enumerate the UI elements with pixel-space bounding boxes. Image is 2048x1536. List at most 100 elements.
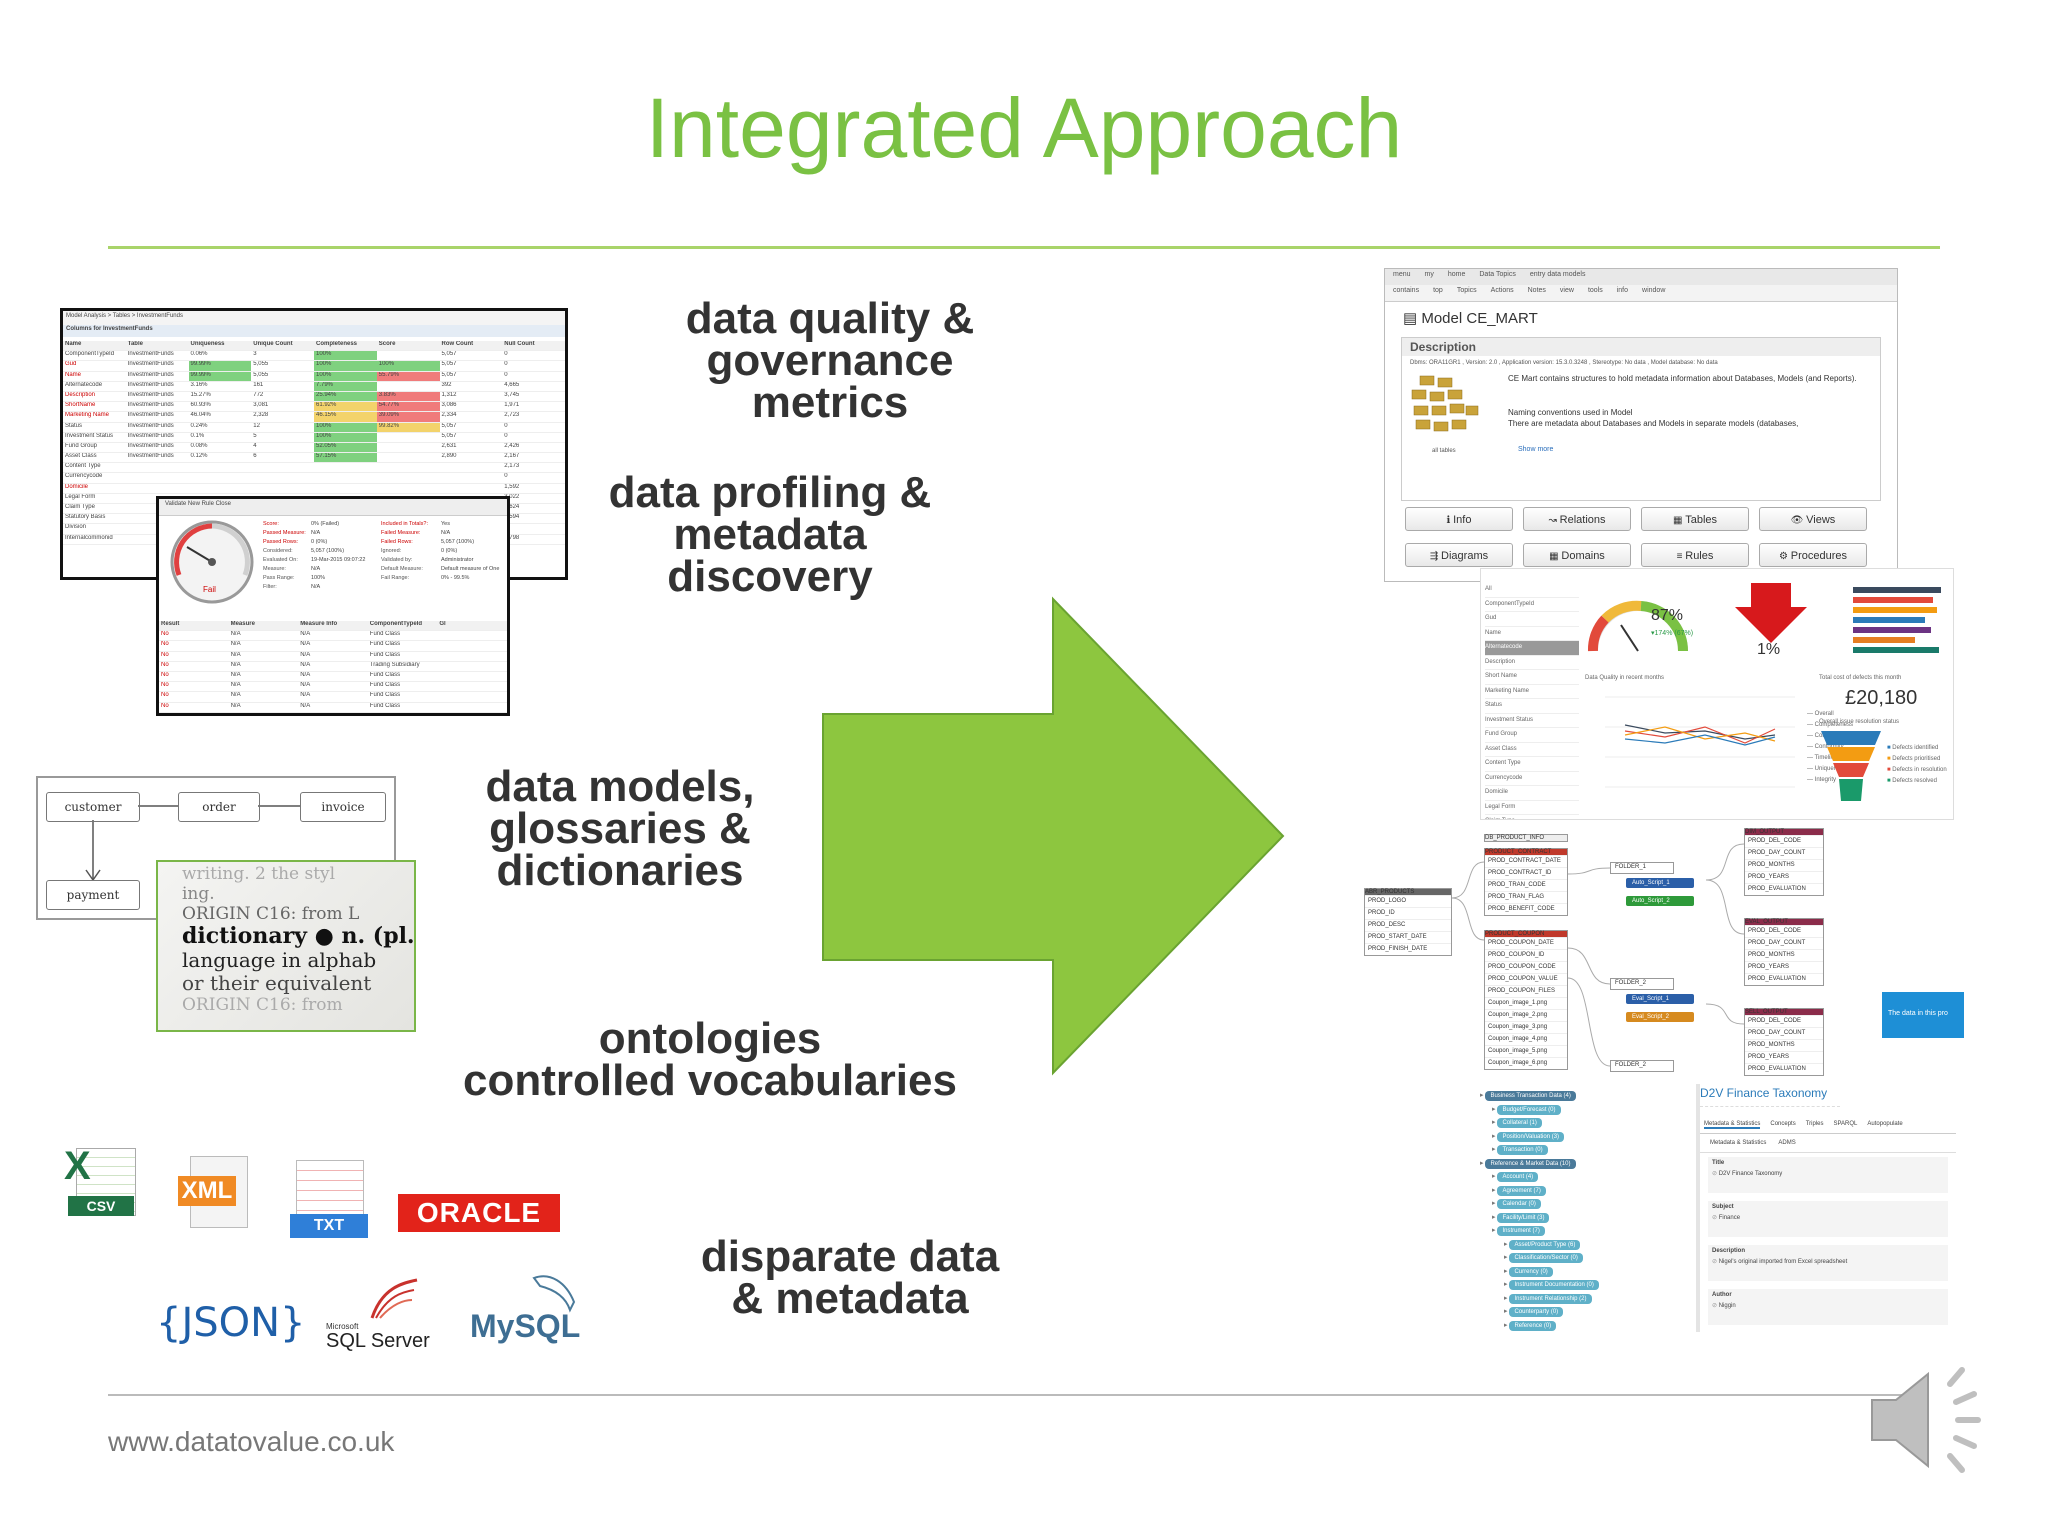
taxonomy-field-value[interactable]: Nigel's original imported from Excel spr… [1718,1259,1848,1265]
taxonomy-tree-item[interactable]: ▸ Classification/Sector (0) [1480,1246,1696,1263]
dashboard-column-item[interactable]: Asset Class [1485,743,1579,757]
taxonomy-subtab[interactable]: ADMS [1778,1140,1796,1146]
tree-toggle-icon: ▸ [1492,1173,1498,1180]
table-cell: ComponentTypeId [65,351,115,358]
table-cell: 2,890 [441,453,457,460]
taxonomy-tree-item[interactable]: ▸ Account (4) [1480,1165,1696,1182]
rules-stat2-label: Validated by: [381,557,413,563]
profiling-header-cell: Null Count [504,341,535,347]
lineage-script[interactable]: Eval_Script_2 [1626,1012,1694,1022]
model-nav2-item[interactable]: Actions [1490,287,1514,294]
funnel-legend-swatch: ■ [1887,745,1893,751]
model-nav2-item[interactable]: info [1616,287,1629,294]
xml-label: XML [178,1176,236,1206]
rules-stat2-value: Administrator [441,557,474,563]
dashboard-column-item[interactable]: ComponentTypeId [1485,598,1579,612]
model-info-button[interactable]: ℹ Info [1405,507,1513,531]
taxonomy-tree-item[interactable]: ▸ Counterparty (0) [1480,1300,1696,1317]
taxonomy-tab[interactable]: Concepts [1770,1121,1796,1127]
taxonomy-tree-item[interactable]: ▸ Reference & Market Data (10) [1480,1152,1696,1169]
taxonomy-node-label: Facility/Limit (3) [1497,1212,1550,1223]
taxonomy-tree-item[interactable]: ▸ Business Transaction Data (4) [1480,1084,1696,1101]
taxonomy-tree-item[interactable]: ▸ Position/Valuation (3) [1480,1125,1696,1142]
model-rules-button[interactable]: ≡ Rules [1641,543,1749,567]
dashboard-column-item[interactable]: Short Name [1485,670,1579,685]
taxonomy-field-value[interactable]: D2V Finance Taxonomy [1718,1171,1783,1177]
dashboard-column-item[interactable]: Legal Form [1485,801,1579,815]
model-nav2-item[interactable]: top [1433,287,1443,294]
taxonomy-tab[interactable]: Triples [1805,1121,1824,1127]
table-cell: Marketing Name [65,412,110,419]
label-dq-line1: data quality & [685,294,975,343]
taxonomy-tree-item[interactable]: ▸ Instrument Documentation (0) [1480,1273,1696,1290]
taxonomy-tab[interactable]: Autopopulate [1867,1121,1903,1127]
dashboard-column-item[interactable]: Alternatecode [1485,641,1579,656]
lineage-folder: FOLDER_1 [1610,862,1674,874]
taxonomy-tree-item[interactable]: ▸ Instrument (7) [1480,1219,1696,1236]
model-diagrams-button[interactable]: ⇶ Diagrams [1405,543,1513,567]
dashboard-column-item[interactable]: Name [1485,627,1579,641]
table-cell: 0.1% [190,432,205,439]
model-tables-button[interactable]: ▦ Tables [1641,507,1749,531]
taxonomy-tree-item[interactable]: ▸ Budget/Forecast (0) [1480,1098,1696,1115]
taxonomy-tab[interactable]: Metadata & Statistics [1704,1121,1761,1129]
model-nav2-item[interactable]: tools [1587,287,1603,294]
dashboard-column-item[interactable]: Content Type [1485,757,1579,772]
rules-header-cell: ComponentTypeId [369,621,422,627]
model-relations-button[interactable]: ↝ Relations [1523,507,1631,531]
model-nav-item[interactable]: home [1447,271,1466,278]
taxonomy-tree-item[interactable]: ▸ Collateral (1) [1480,1111,1696,1128]
table-cell [377,351,440,360]
taxonomy-tree-item[interactable]: ▸ Calendar (0) [1480,1192,1696,1209]
model-nav-item[interactable]: my [1424,271,1434,278]
lineage-script[interactable]: Eval_Script_1 [1626,994,1694,1004]
taxonomy-tree-item[interactable]: ▸ Facility/Limit (3) [1480,1206,1696,1223]
dashboard-column-item[interactable]: Currencycode [1485,772,1579,786]
taxonomy-tree-item[interactable]: ▸ Instrument Relationship (2) [1480,1287,1696,1304]
taxonomy-field-value[interactable]: Niggin [1718,1303,1736,1309]
show-more-link[interactable]: Show more [1518,446,1554,453]
dashboard-column-item[interactable]: Marketing Name [1485,685,1579,699]
dictionary-line: ing. [182,884,215,904]
taxonomy-tree-item[interactable]: ▸ Agreement (7) [1480,1179,1696,1196]
taxonomy-subtab[interactable]: Metadata & Statistics [1710,1140,1767,1146]
rules-stat-value: N/A [311,584,321,590]
dashboard-column-item[interactable]: Description [1485,656,1579,670]
model-nav2-item[interactable]: view [1559,287,1574,294]
taxonomy-tree: ▸ Business Transaction Data (4)▸ Budget/… [1476,1084,1702,1332]
rules-stat-line: Considered:5,057 (100%) [263,548,373,557]
model-views-button[interactable]: 👁 Views [1759,507,1867,531]
model-nav-item[interactable]: menu [1393,271,1411,278]
model-nav2-item[interactable]: Topics [1456,287,1477,294]
table-cell: Status [65,422,83,429]
dashboard-column-item[interactable]: Claim Type [1485,815,1579,819]
dashboard-column-item[interactable]: Gud [1485,612,1579,627]
model-nav-item[interactable]: entry data models [1529,271,1586,278]
taxonomy-field-value[interactable]: Finance [1718,1215,1741,1221]
taxonomy-tab[interactable]: SPARQL [1833,1121,1858,1127]
csv-label: CSV [68,1196,134,1216]
taxonomy-tree-item[interactable]: ▸ Reference (0) [1480,1314,1696,1331]
model-nav2-item[interactable]: contains [1393,287,1420,294]
model-domains-button[interactable]: ▦ Domains [1523,543,1631,567]
dashboard-column-item[interactable]: Status [1485,699,1579,714]
dashboard-column-item[interactable]: Domicile [1485,786,1579,801]
rules-cell: N/A [230,651,241,658]
dashboard-column-item[interactable]: Fund Group [1485,728,1579,743]
lineage-script[interactable]: Auto_Script_1 [1626,878,1694,888]
model-nav-item[interactable]: Data Topics [1479,271,1516,278]
lineage-output-1-field: PROD_YEARS [1745,961,1823,973]
lineage-script[interactable]: Auto_Script_2 [1626,896,1694,906]
dashboard-column-item[interactable]: Investment Status [1485,714,1579,728]
taxonomy-tree-item[interactable]: ▸ Asset/Product Type (6) [1480,1233,1696,1250]
dashboard-column-item[interactable]: All [1485,583,1579,598]
model-nav2-item[interactable]: window [1642,287,1666,294]
taxonomy-tree-item[interactable]: ▸ Currency (0) [1480,1260,1696,1277]
model-nav2-item[interactable]: Notes [1527,287,1546,294]
model-procedures-button[interactable]: ⚙ Procedures [1759,543,1867,567]
speaker-icon[interactable] [1862,1350,2002,1490]
taxonomy-tree-item[interactable]: ▸ Transaction (0) [1480,1138,1696,1155]
